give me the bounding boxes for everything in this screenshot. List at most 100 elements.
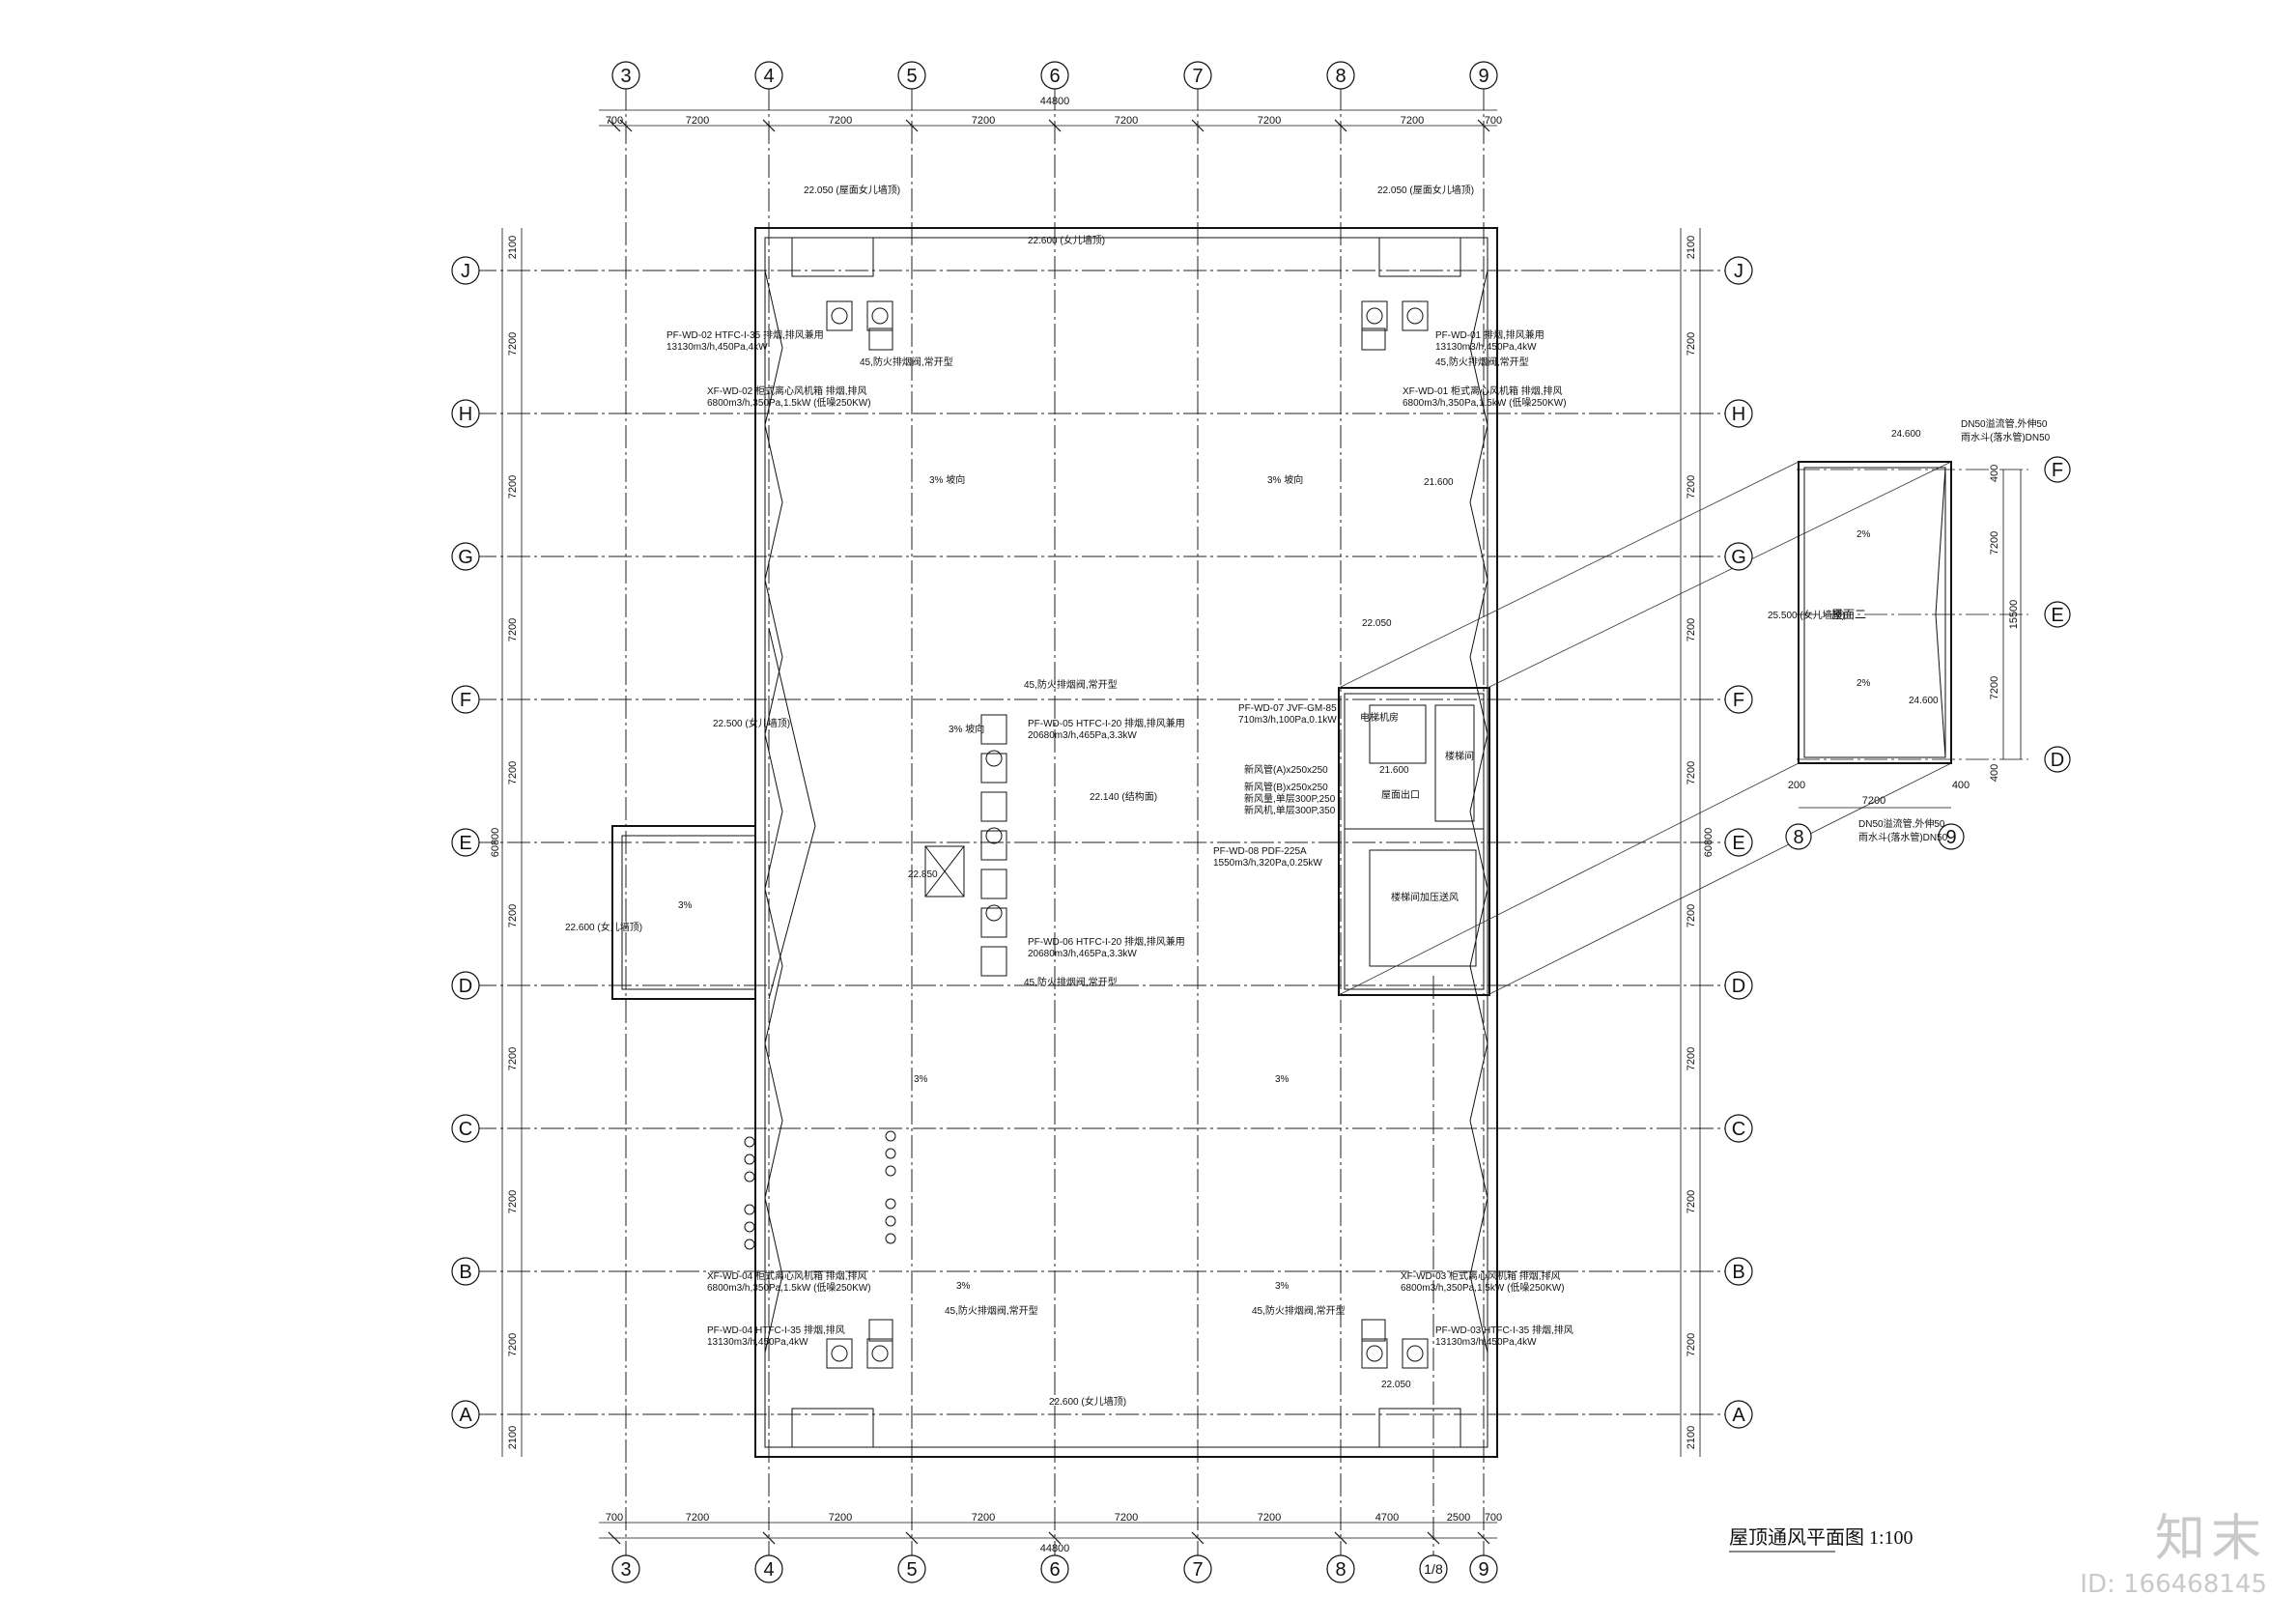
dim-inset-bottom: 200 (1788, 780, 1805, 791)
watermark-id: ID: 166468145 (2080, 1570, 2267, 1599)
equip-note: 6800m3/h,350Pa,1.5kW (低噪250KW) (1401, 1281, 1565, 1294)
elev-stair-roof: 22.050 (1362, 618, 1392, 629)
elev-inset-top: 24.600 (1891, 429, 1921, 440)
row-bubble-right: D (1732, 976, 1745, 997)
row-bubble-right: F (1733, 690, 1744, 711)
dim-side-left: 7200 (507, 618, 519, 641)
row-bubble-right: B (1732, 1262, 1744, 1283)
inset-row-bubble: F (2052, 460, 2063, 481)
col-bubble-bottom: 4 (763, 1559, 774, 1581)
slope-label: 3% 坡向 (929, 473, 965, 486)
col-bubble-top: 6 (1049, 66, 1060, 87)
inset-row-bubble: D (2051, 750, 2064, 771)
dim-side-right: 7200 (1686, 1333, 1697, 1356)
slope-label: 3% (914, 1074, 928, 1085)
row-bubble-left: H (459, 404, 472, 425)
equip-note: 新风管(B)x250x250 (1244, 781, 1328, 793)
elev-corner-br: 22.050 (1381, 1380, 1411, 1390)
dim-seg-top: 7200 (1258, 115, 1281, 127)
col-bubble-top: 8 (1335, 66, 1346, 87)
dim-side-right: 7200 (1686, 475, 1697, 499)
inset-row-bubble: E (2051, 605, 2063, 626)
dim-side-total-right: 60800 (1703, 828, 1715, 858)
elev-bottom-parapet: 22.600 (女儿墙顶) (1049, 1395, 1126, 1408)
col-bubble-top: 7 (1192, 66, 1203, 87)
equip-note: XF-WD-04 柜式离心风机箱 排烟,排风 (707, 1269, 867, 1282)
room-label: 屋面出口 (1381, 788, 1420, 801)
equip-note: PF-WD-07 JVF-GM-85 (1238, 703, 1337, 714)
equip-note: 20680m3/h,465Pa,3.3kW (1028, 730, 1137, 741)
dim-side-total-left: 60800 (490, 828, 501, 858)
equip-note: 45,防火排烟阀,常开型 (1252, 1304, 1346, 1317)
room-label: 电梯机房 (1360, 711, 1399, 724)
dim-seg-top: 700 (1485, 115, 1502, 127)
dim-side-left: 2100 (507, 1426, 519, 1449)
inset-col-bubble: 9 (1945, 827, 1956, 848)
equip-note: PF-WD-03 HTFC-I-35 排烟,排风 (1435, 1324, 1573, 1336)
equip-note: 45,防火排烟阀,常开型 (1024, 976, 1118, 988)
slope-label: 3% 坡向 (949, 723, 984, 735)
dim-seg-bottom: 7200 (686, 1512, 709, 1524)
dim-seg-top: 700 (606, 115, 623, 127)
row-bubble-left: D (459, 976, 472, 997)
dim-seg-bottom: 4700 (1375, 1512, 1399, 1524)
equip-note: PF-WD-01 排烟,排风兼用 (1435, 328, 1545, 341)
slope-label: 3% (956, 1281, 971, 1292)
slope-label: 3% (1275, 1281, 1290, 1292)
projection-lines (1338, 461, 1952, 996)
col-bubble-bottom: 9 (1478, 1559, 1488, 1581)
row-bubble-right: G (1731, 547, 1746, 568)
slope-label: 3% (1275, 1074, 1290, 1085)
axis-grid (473, 87, 1729, 1555)
row-bubble-right: H (1732, 404, 1745, 425)
inset-note: DN50溢流管,外伸50 (1858, 817, 1945, 830)
slope-label: 2% (1857, 529, 1871, 540)
elev-top-parapet: 22.600 (女儿墙顶) (1028, 234, 1105, 246)
dim-side-right: 7200 (1686, 332, 1697, 356)
watermark: 知末 ID: 166468145 (2080, 1497, 2267, 1599)
row-bubble-right: J (1734, 261, 1743, 282)
dimension-lines (501, 109, 1701, 1545)
slope-label: 3% 坡向 (1267, 473, 1303, 486)
equip-note: 45,防火排烟阀,常开型 (1024, 678, 1118, 691)
equip-note: PF-WD-08 PDF-225A (1213, 846, 1307, 857)
watermark-logo: 知末 (2154, 1510, 2267, 1568)
elev-corner-tr: 22.050 (屋面女儿墙顶) (1377, 184, 1474, 196)
slope-label: 2% (1857, 678, 1871, 689)
dim-side-left: 7200 (507, 1190, 519, 1213)
equip-note: XF-WD-01 柜式离心风机箱 排烟,排风 (1403, 385, 1563, 397)
column-bubbles-top (611, 61, 1498, 90)
dim-side-left: 7200 (507, 1047, 519, 1070)
col-bubble-bottom: 7 (1192, 1559, 1203, 1581)
row-bubble-left: A (459, 1405, 472, 1426)
inset-note: DN50溢流管,外伸50 (1961, 417, 2048, 430)
dim-side-left: 7200 (507, 475, 519, 499)
dim-side-right: 7200 (1686, 618, 1697, 641)
room-label: 楼梯间加压送风 (1391, 891, 1459, 903)
equip-note: 20680m3/h,465Pa,3.3kW (1028, 949, 1137, 959)
equip-note: 1550m3/h,320Pa,0.25kW (1213, 858, 1322, 869)
dim-side-right: 2100 (1686, 236, 1697, 259)
row-bubble-right: C (1732, 1119, 1745, 1140)
equip-note: 6800m3/h,350Pa,1.5kW (低噪250KW) (1403, 396, 1567, 409)
row-bubble-left: B (459, 1262, 471, 1283)
equip-note: 6800m3/h,350Pa,1.5kW (低噪250KW) (707, 396, 871, 409)
col-bubble-bottom: 3 (620, 1559, 631, 1581)
dim-seg-bottom: 7200 (1115, 1512, 1138, 1524)
equip-note: 13130m3/h,450Pa,4kW (1435, 1337, 1537, 1348)
dim-seg-bottom: 2500 (1447, 1512, 1470, 1524)
equip-note: PF-WD-04 HTFC-I-35 排烟,排风 (707, 1324, 845, 1336)
equip-note: 新风量,单层300P,250 (1244, 792, 1336, 805)
equip-note: 45,防火排烟阀,常开型 (1435, 356, 1529, 368)
dim-seg-bottom: 7200 (1258, 1512, 1281, 1524)
col-bubble-top: 5 (906, 66, 917, 87)
dim-seg-bottom: 700 (1485, 1512, 1502, 1524)
row-bubble-right: E (1732, 833, 1744, 854)
dim-total-bottom: 44800 (1040, 1543, 1070, 1554)
equip-note: 6800m3/h,350Pa,1.5kW (低噪250KW) (707, 1281, 871, 1294)
col-bubble-bottom: 8 (1335, 1559, 1346, 1581)
drawing-title: 屋顶通风平面图 1:100 (1729, 1526, 1913, 1549)
row-bubbles (451, 256, 2071, 1429)
dim-total-top: 44800 (1040, 96, 1070, 107)
inset-note: 雨水斗(落水管)DN50 (1961, 431, 2051, 443)
